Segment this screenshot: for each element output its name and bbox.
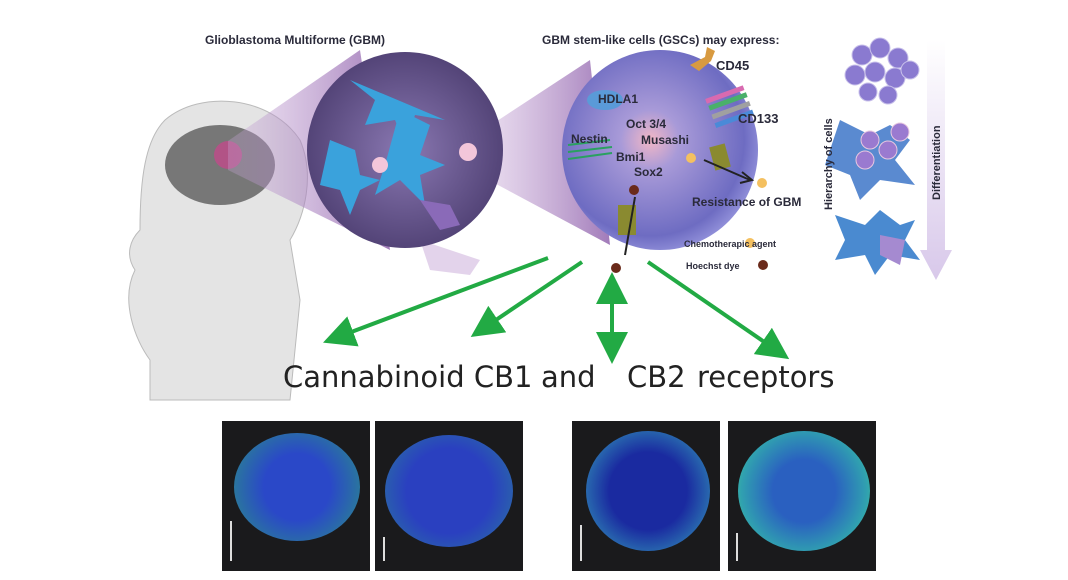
label-differentiation: Differentiation [931,125,943,200]
label-sox2: Sox2 [634,165,663,179]
scale-bar [580,525,582,561]
arrow-to-cb1-b [470,260,584,337]
hoechst-legend-dot [758,260,768,270]
cd133-icon [705,85,754,129]
differentiation-arrow [920,40,952,280]
label-hoechst: Hoechst dye [686,261,740,271]
micrograph-cb1-2 [375,421,523,571]
cb2-label: CB2 [627,360,686,394]
gsc-title: GBM stem-like cells (GSCs) may express: [542,33,779,47]
nestin-fibers [567,139,613,160]
scale-bar [230,521,232,561]
label-oct: Oct 3/4 [626,117,666,131]
micrograph-cb1-1 [222,421,370,571]
micrograph-cb2-2 [728,421,876,571]
label-musashi: Musashi [641,133,689,147]
gsc-cell [562,47,768,273]
label-resistance: Resistance of GBM [692,195,801,209]
label-hierarchy: Hierarchy of cells [823,118,835,210]
label-chemo: Chemotherapic agent [684,239,776,249]
label-bmi1: Bmi1 [616,150,646,164]
chemo-legend-dot [745,238,755,248]
label-cd45: CD45 [716,58,749,73]
arrow-to-cb1 [323,256,549,347]
label-hdla1: HDLA1 [598,92,638,106]
hdla1-shape [587,90,623,110]
scale-bar [736,533,738,561]
green-arrows [323,256,790,364]
label-cd133: CD133 [738,111,778,126]
micrograph-cb2-1 [572,421,720,571]
and-label: and [541,360,596,394]
tumor-sphere [307,52,503,248]
arrow-to-cb2 [646,260,790,360]
cb1-label: Cannabinoid CB1 [283,360,533,394]
scale-bar [383,537,385,561]
hierarchy-of-cells [825,37,952,280]
receptors-label: receptors [697,360,835,394]
label-nestin: Nestin [571,132,608,146]
gbm-title: Glioblastoma Multiforme (GBM) [205,33,385,47]
cd45-icon [690,47,715,71]
